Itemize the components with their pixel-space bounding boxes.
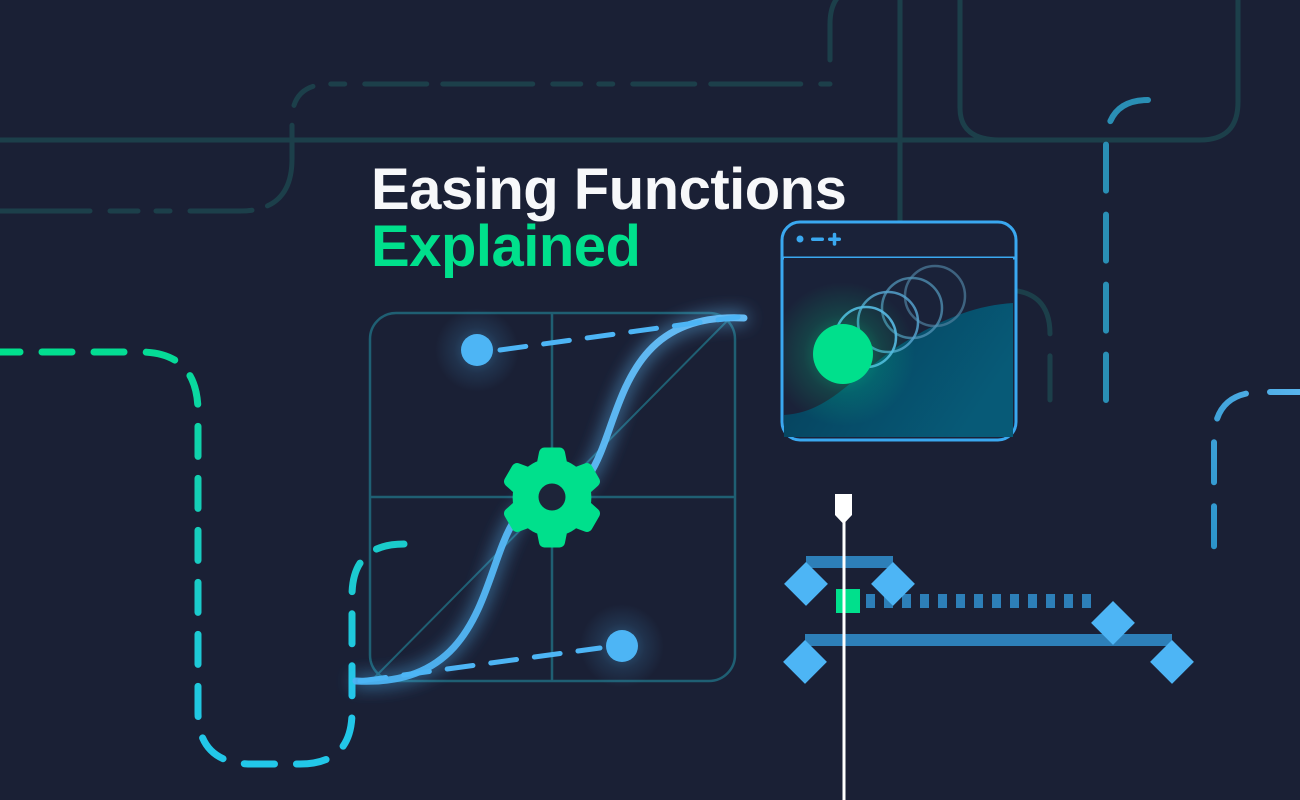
playhead-handle[interactable] xyxy=(835,494,852,524)
timeline-track-3-bar xyxy=(805,634,1172,646)
decor-path-left-accent xyxy=(0,348,408,768)
keyframe-diamond[interactable] xyxy=(784,562,828,606)
gear-icon[interactable] xyxy=(504,447,600,548)
bezier-handle-end[interactable] xyxy=(606,630,638,662)
page-title-line-1: Easing Functions xyxy=(371,156,847,222)
bezier-guide-line-bottom xyxy=(357,645,603,684)
bezier-handle-start[interactable] xyxy=(461,334,493,366)
decor-path-top-left xyxy=(0,81,833,214)
keyframe-diamond[interactable] xyxy=(871,562,915,606)
decor-path-right-teal xyxy=(1103,97,1151,403)
bezier-guide-line-top xyxy=(497,314,741,353)
dot-control-icon[interactable] xyxy=(796,235,804,243)
page-title-line-2: Explained xyxy=(371,214,641,280)
window-canvas xyxy=(784,258,1013,437)
page-title: Easing Functions Explained xyxy=(371,156,1071,280)
timeline-track-1[interactable] xyxy=(784,556,915,606)
playhead-line xyxy=(842,512,846,800)
playhead[interactable] xyxy=(835,494,852,800)
decor-path-right-blue xyxy=(1211,389,1300,563)
timeline-track-2-green-marker[interactable] xyxy=(836,589,860,613)
animated-ball xyxy=(813,324,873,384)
minus-control-icon[interactable] xyxy=(811,237,824,242)
plus-control-icon[interactable] xyxy=(828,232,841,246)
timeline-track-1-bar xyxy=(806,556,893,568)
keyframe-diamond[interactable] xyxy=(783,640,827,684)
keyframe-diamond[interactable] xyxy=(1150,639,1194,684)
